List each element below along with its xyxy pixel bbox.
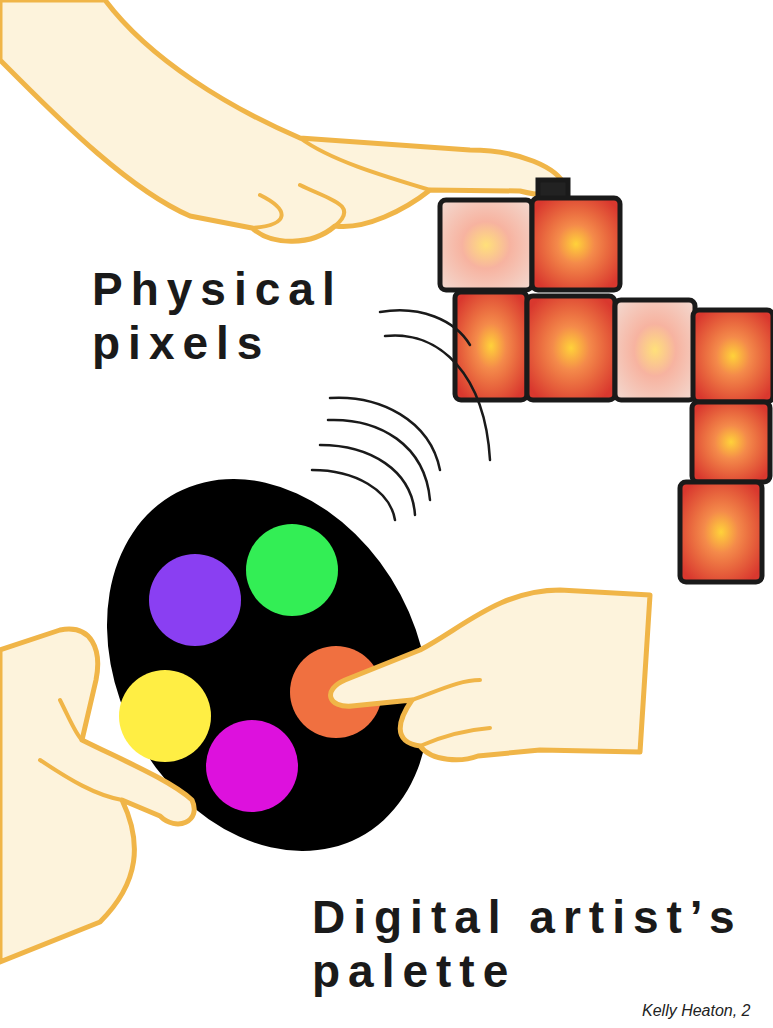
credit-note: Kelly Heaton, 2: [642, 1002, 773, 1020]
finger-line: [412, 680, 490, 746]
finger-line: [40, 700, 122, 800]
pixel-cubes: [440, 180, 773, 582]
section-label: Physical pixels: [92, 262, 382, 370]
finger-line: [252, 138, 430, 228]
hand-holding: [0, 629, 194, 962]
signal-waves: [312, 310, 490, 520]
section-label: Digital artist’s palette: [312, 890, 772, 998]
hand-pointing: [331, 590, 650, 760]
